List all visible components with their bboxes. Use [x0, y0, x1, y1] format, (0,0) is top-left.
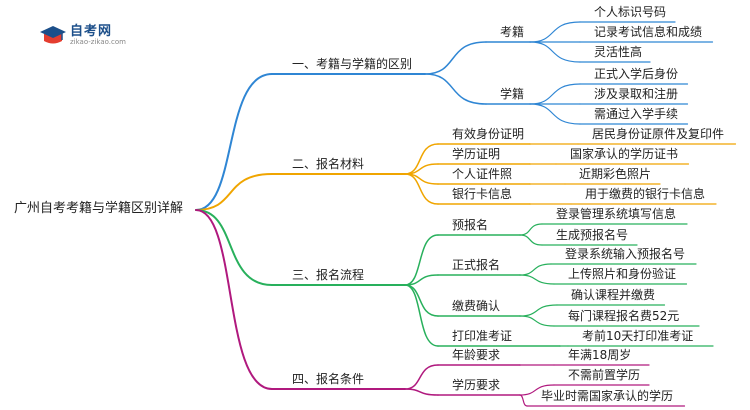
section-to-child-line: [404, 284, 439, 317]
root-to-section-line: [195, 73, 273, 211]
section-title: 二、报名材料: [292, 157, 365, 171]
child-to-item-line: [529, 103, 581, 125]
child-topic: 有效身份证明: [452, 127, 525, 141]
child-to-item-line: [529, 83, 581, 105]
leaf-item: 年满18周岁: [568, 348, 632, 362]
child-topic: 银行卡信息: [452, 187, 513, 201]
child-to-item-line: [519, 234, 543, 246]
leaf-item: 记录考试信息和成绩: [594, 25, 703, 39]
leaf-item: 需通过入学手续: [594, 107, 679, 121]
leaf-item: 登录系统输入预报名号: [565, 247, 686, 261]
leaf-item: 个人标识号码: [594, 5, 667, 19]
child-topic: 学历要求: [452, 378, 501, 392]
leaf-item: 涉及录取和注册: [594, 87, 679, 101]
leaf-item: 生成预报名号: [556, 228, 629, 242]
child-to-item-line: [519, 315, 555, 327]
child-topic: 打印准考证: [452, 329, 513, 343]
logo-name: 自考网: [70, 24, 113, 39]
leaf-item: 用于缴费的银行卡信息: [585, 187, 706, 201]
section-to-child-line: [424, 73, 487, 105]
root-to-section-line: [195, 209, 273, 390]
leaf-item: 考前10天打印准考证: [582, 329, 694, 343]
leaf-item: 正式入学后身份: [594, 67, 679, 81]
child-topic: 考籍: [500, 25, 525, 39]
root-topic: 广州自考考籍与学籍区别详解: [14, 201, 184, 216]
section-title: 一、考籍与学籍的区别: [292, 57, 413, 71]
child-topic: 年龄要求: [452, 348, 501, 362]
section-to-child-line: [404, 388, 439, 396]
child-topic: 预报名: [452, 218, 489, 232]
site-logo[interactable]: 自考网 zikao-zikao.com: [40, 18, 140, 52]
leaf-item: 国家承认的学历证书: [570, 147, 679, 161]
leaf-item: 居民身份证原件及复印件: [592, 127, 725, 141]
graduation-cap-icon: [40, 26, 66, 44]
child-to-item-line: [519, 384, 555, 396]
section-title: 三、报名流程: [292, 268, 365, 282]
section-to-child-line: [404, 364, 439, 390]
leaf-item: 毕业时需国家承认的学历: [541, 389, 674, 403]
root-to-section-line: [195, 209, 273, 286]
leaf-item: 登录管理系统填写信息: [556, 207, 677, 221]
child-to-item-line: [529, 41, 581, 63]
child-to-item-line: [519, 223, 543, 236]
section-to-child-line: [404, 173, 439, 205]
leaf-item: 灵活性高: [594, 45, 643, 59]
child-topic: 缴费确认: [452, 299, 501, 313]
child-topic: 正式报名: [452, 258, 501, 272]
section-title: 四、报名条件: [292, 372, 365, 386]
child-topic: 个人证件照: [452, 167, 513, 181]
leaf-item: 每门课程报名费52元: [568, 309, 680, 323]
leaf-item: 近期彩色照片: [579, 167, 652, 181]
child-topic: 学籍: [500, 87, 525, 101]
leaf-item: 不需前置学历: [568, 368, 641, 382]
child-to-item-line: [519, 304, 558, 317]
logo-url: zikao-zikao.com: [70, 38, 126, 46]
child-to-item-line: [529, 21, 581, 43]
child-to-item-line: [519, 394, 528, 407]
section-to-child-line: [404, 274, 439, 286]
section-to-child-line: [404, 234, 439, 286]
section-to-child-line: [404, 143, 439, 175]
section-to-child-line: [404, 284, 439, 347]
child-topic: 学历证明: [452, 147, 501, 161]
child-to-item-line: [519, 263, 552, 276]
leaf-item: 上传照片和身份验证: [568, 267, 677, 281]
section-to-child-line: [424, 41, 487, 75]
leaf-item: 确认课程并缴费: [571, 288, 656, 302]
root-to-section-line: [195, 173, 273, 211]
child-to-item-line: [519, 274, 555, 285]
